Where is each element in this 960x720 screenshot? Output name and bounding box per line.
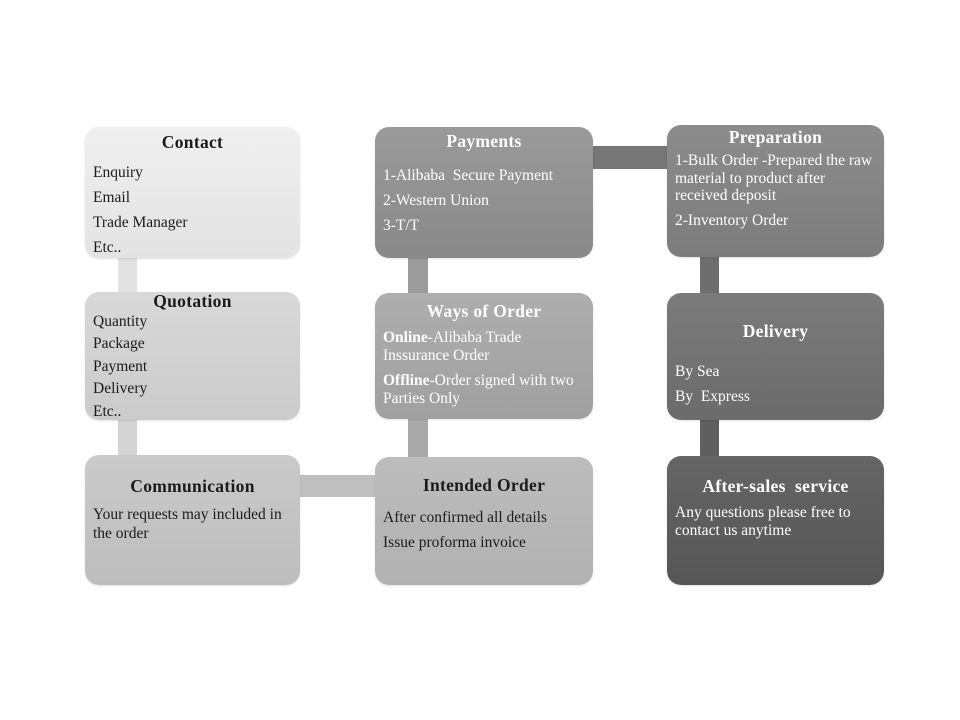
box-ways-of-order-item: Offline-Order signed with two Parties On… <box>383 372 587 407</box>
box-ways-of-order-items: Online-Alibaba Trade Inssurance Order Of… <box>375 329 593 407</box>
item-text: -Order signed with two Parties Only <box>383 372 578 407</box>
box-payments-item: 2-Western Union <box>383 192 489 209</box>
box-quotation: Quotation Quantity Package Payment Deliv… <box>85 292 300 420</box>
box-after-sales-service-title: After-sales service <box>702 476 849 496</box>
box-payments: Payments 1-Alibaba Secure Payment 2-West… <box>375 127 593 258</box>
connector-preparation-delivery <box>700 251 719 299</box>
box-intended-order-item: After confirmed all details <box>383 509 547 526</box>
box-quotation-item: Payment <box>93 357 148 375</box>
box-preparation-item: 2-Inventory Order <box>675 211 789 229</box>
item-prefix: Offline <box>383 372 430 389</box>
connector-payments-ways-of-order <box>408 252 428 299</box>
item-prefix: Online <box>383 329 428 346</box>
box-preparation: Preparation 1-Bulk Order -Prepared the r… <box>667 125 884 257</box>
box-preparation-item: 1-Bulk Order -Prepared the raw material … <box>675 152 876 204</box>
connector-contact-quotation <box>118 252 137 298</box>
box-preparation-title: Preparation <box>728 127 823 147</box>
box-communication: Communication Your requests may included… <box>85 455 300 585</box>
box-payments-items: 1-Alibaba Secure Payment 2-Western Union… <box>375 163 593 238</box>
box-after-sales-service: After-sales service Any questions please… <box>667 456 884 585</box>
connector-communication-intended-order <box>296 475 379 497</box>
box-intended-order-items: After confirmed all details Issue profor… <box>375 505 593 555</box>
connector-quotation-communication <box>118 414 137 461</box>
item-text: -Alibaba Trade Inssurance Order <box>383 329 526 364</box>
box-delivery-item: By Sea <box>675 363 720 380</box>
box-contact-title: Contact <box>161 132 224 152</box>
box-quotation-item: Delivery <box>93 380 148 398</box>
box-quotation-item: Etc.. <box>93 402 122 420</box>
box-communication-title: Communication <box>130 476 255 496</box>
box-payments-title: Payments <box>446 131 522 151</box>
box-contact-item: Email <box>93 189 131 206</box>
connector-payments-preparation <box>588 146 672 169</box>
box-ways-of-order-title: Ways of Order <box>426 301 542 321</box>
box-quotation-item: Package <box>93 335 145 353</box>
box-payments-item: 1-Alibaba Secure Payment <box>383 167 554 184</box>
box-ways-of-order: Ways of Order Online-Alibaba Trade Inssu… <box>375 293 593 419</box>
connector-ways-of-order-intended-order <box>408 413 428 463</box>
box-payments-item: 3-T/T <box>383 217 420 234</box>
box-intended-order-title: Intended Order <box>422 475 546 495</box>
box-delivery: Delivery By Sea By Express <box>667 293 884 420</box>
box-intended-order-item: Issue proforma invoice <box>383 534 526 551</box>
box-quotation-title: Quotation <box>153 291 232 311</box>
box-after-sales-service-body: Any questions please free to contact us … <box>675 504 855 539</box>
box-contact-item: Etc.. <box>93 239 122 256</box>
box-delivery-items: By Sea By Express <box>667 359 884 409</box>
box-contact-items: Enquiry Email Trade Manager Etc.. <box>85 160 300 260</box>
box-intended-order: Intended Order After confirmed all detai… <box>375 457 593 585</box>
box-quotation-items: Quantity Package Payment Delivery Etc.. <box>85 311 300 423</box>
box-contact-item: Trade Manager <box>93 214 188 231</box>
box-ways-of-order-item: Online-Alibaba Trade Inssurance Order <box>383 329 587 364</box>
connector-delivery-after-sales <box>700 414 719 462</box>
box-contact: Contact Enquiry Email Trade Manager Etc.… <box>85 127 300 258</box>
box-quotation-item: Quantity <box>93 313 148 330</box>
box-delivery-title: Delivery <box>742 321 809 341</box>
box-delivery-item: By Express <box>675 388 750 405</box>
box-preparation-items: 1-Bulk Order -Prepared the raw material … <box>667 152 884 229</box>
box-communication-body: Your requests may included in the order <box>93 506 286 542</box>
box-contact-item: Enquiry <box>93 164 143 181</box>
